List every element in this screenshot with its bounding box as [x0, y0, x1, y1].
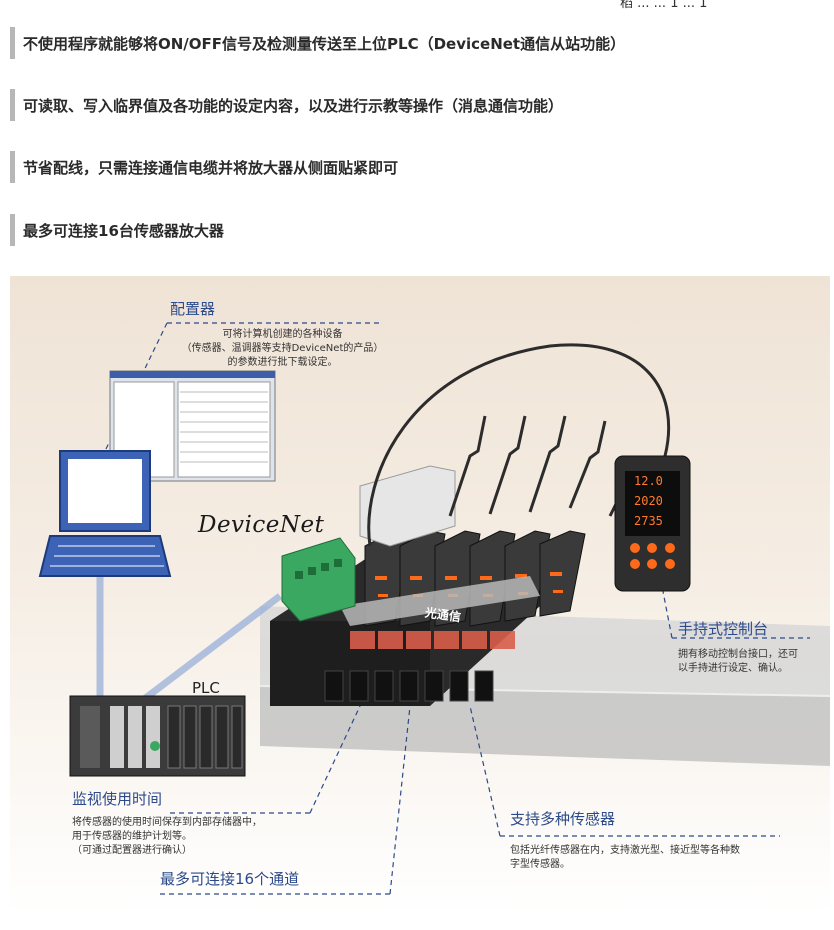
handheld-title: 手持式控制台	[678, 620, 769, 638]
communication-unit-cover	[359, 465, 456, 547]
configurator-desc: 可将计算机创建的各种设备 （传感器、温调器等支持DeviceNet的产品） 的参…	[181, 329, 384, 368]
handheld-screen-line-1: 12.0	[634, 474, 663, 488]
devicenet-connector	[281, 537, 356, 622]
configurator-window	[109, 370, 276, 482]
system-diagram: 配置器 可将计算机创建的各种设备 （传感器、温调器等支持DeviceNet的产品…	[10, 276, 830, 916]
feature-item-2: 可读取、写入临界值及各功能的设定内容，以及进行示教等操作（消息通信功能）	[10, 89, 823, 121]
plc-label: PLC	[192, 679, 220, 697]
sensors-desc: 包括光纤传感器在内，支持激光型、接近型等各种数 字型传感器。	[510, 845, 740, 870]
diagram-artwork	[38, 322, 830, 895]
monitor-title: 监视使用时间	[72, 790, 163, 808]
feature-item-1: 不使用程序就能够将ON/OFF信号及检测量传送至上位PLC（DeviceNet通…	[10, 27, 823, 59]
monitor-desc: 将传感器的使用时间保存到内部存储器中， 用于传感器的维护计划等。 （可通过配置器…	[72, 817, 262, 856]
sensors-title: 支持多种传感器	[510, 810, 616, 828]
handheld-console	[614, 455, 691, 592]
handheld-desc: 拥有移动控制台接口，还可 以手持进行设定、确认。	[678, 649, 798, 674]
handheld-screen-line-3: 2735	[634, 514, 663, 528]
laptop-computer	[38, 450, 172, 577]
plc-rack	[69, 695, 246, 777]
feature-item-4: 最多可连接16台传感器放大器	[10, 214, 823, 246]
network-links	[96, 576, 283, 709]
channels-title: 最多可连接16个通道	[160, 870, 300, 888]
handheld-screen-line-2: 2020	[634, 494, 663, 508]
sensor-cables	[367, 343, 671, 547]
configurator-title: 配置器	[170, 300, 216, 318]
devicenet-logo: DeviceNet	[198, 512, 325, 538]
feature-item-3: 节省配线，只需连接通信电缆并将放大器从侧面贴紧即可	[10, 151, 823, 183]
top-cropped-text: 稻 ... ... 1 ... 1	[620, 0, 708, 11]
